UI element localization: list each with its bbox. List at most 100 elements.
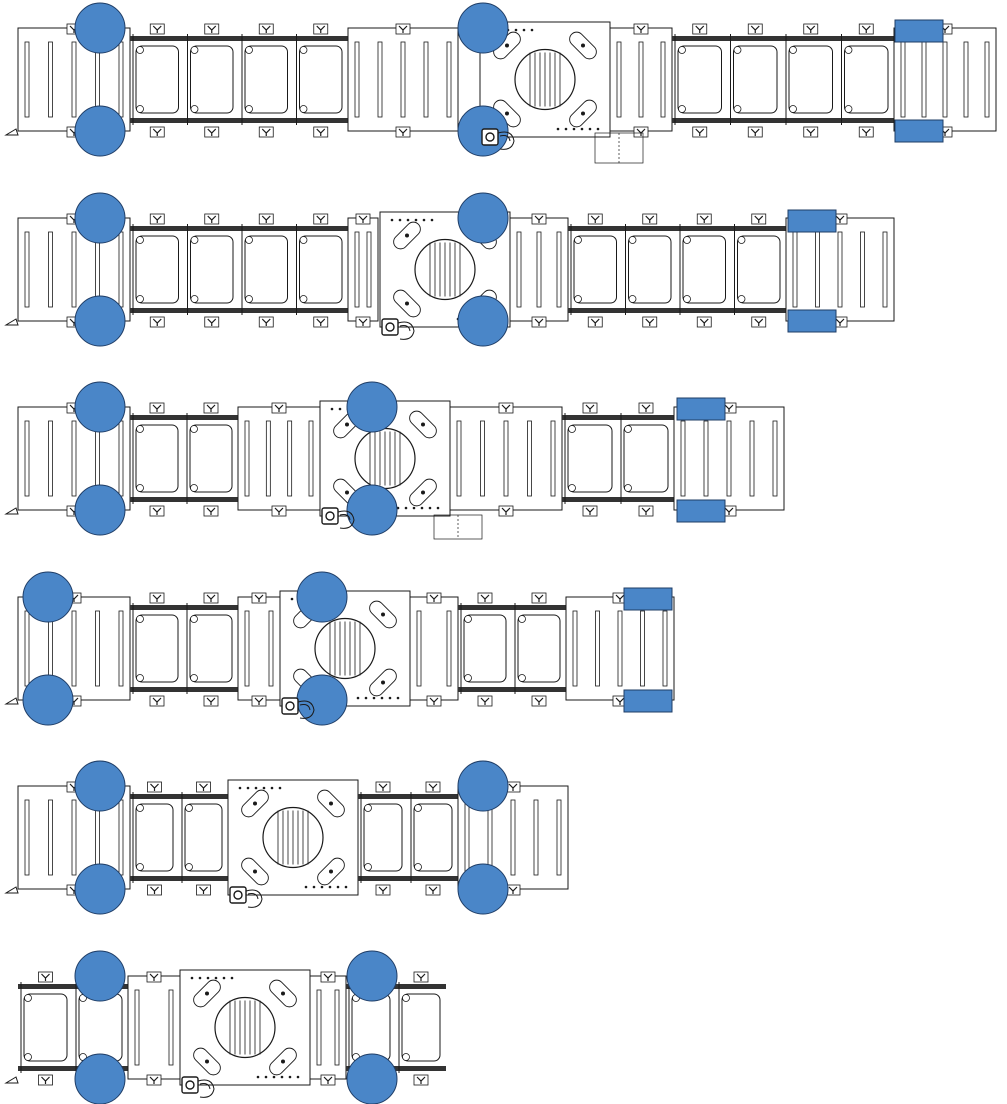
unit-bolt	[596, 127, 600, 131]
arc-pad-bolt	[381, 680, 385, 685]
panel-slot	[550, 420, 556, 497]
top-bracket-mark	[261, 25, 271, 33]
bay-cell-5-3	[844, 45, 889, 114]
panel-slot	[48, 41, 53, 118]
top-bracket-mark	[835, 215, 845, 223]
bottom-bracket-mark	[534, 697, 544, 705]
bottom-bracket	[858, 126, 874, 138]
bottom-bracket-mark	[152, 697, 162, 705]
panel-slot	[24, 420, 30, 497]
bottom-bracket-mark	[501, 507, 511, 515]
unit-bolt	[398, 218, 402, 222]
unit-bolt	[272, 1075, 276, 1079]
top-bracket	[149, 23, 165, 35]
panel-slot	[287, 420, 293, 497]
bay-hole	[574, 236, 582, 244]
top-rail	[130, 605, 238, 610]
panel-slot	[400, 41, 406, 118]
panel-slot	[71, 420, 77, 497]
bottom-bracket-mark	[316, 128, 326, 136]
panel-slot	[24, 231, 30, 308]
top-rail	[458, 605, 566, 610]
unit-bolt	[230, 976, 234, 980]
top-bracket	[147, 781, 162, 793]
top-bracket-mark	[152, 404, 162, 412]
support-pad-rect-icon	[623, 587, 673, 611]
bottom-bracket	[747, 126, 763, 138]
bottom-rail	[130, 687, 238, 692]
motor-cable	[337, 510, 355, 529]
arc-pad-bolt	[281, 1059, 285, 1064]
motor-cable	[297, 700, 315, 719]
panel-slot	[24, 41, 30, 118]
bay-hole	[733, 46, 742, 54]
bottom-bracket	[531, 695, 547, 707]
top-bracket	[38, 971, 53, 983]
unit-bolt	[522, 28, 526, 32]
top-bracket	[258, 23, 274, 35]
bay-hole	[299, 236, 308, 244]
panel-slot	[527, 420, 532, 497]
arc-pad-bolt	[581, 111, 585, 116]
bay-hole	[628, 236, 637, 244]
bay-cell-1-3	[299, 235, 343, 304]
bottom-bracket	[696, 316, 712, 328]
bay-hole	[678, 105, 686, 113]
top-bracket	[751, 213, 767, 225]
bay-cell-1-1	[189, 614, 233, 683]
bay-hole	[678, 46, 686, 54]
bay-hole	[190, 615, 198, 623]
bottom-bracket-mark	[645, 318, 655, 326]
bottom-bracket-mark	[508, 886, 518, 894]
top-bracket	[149, 402, 165, 414]
bay-hole	[24, 994, 32, 1002]
top-bracket-mark	[207, 25, 217, 33]
bay-hole	[464, 674, 472, 682]
top-bracket-mark	[806, 25, 816, 33]
unit-bolt	[270, 786, 274, 790]
panel-slot	[556, 799, 562, 876]
top-bracket	[858, 23, 874, 35]
bottom-bracket	[692, 126, 708, 138]
top-bracket-mark	[724, 404, 734, 412]
panel-slot	[617, 610, 623, 687]
panel-slot	[71, 610, 77, 687]
unit-bolt	[336, 885, 340, 889]
top-bracket	[203, 402, 219, 414]
bay-cell-1-0	[135, 424, 179, 493]
bay-cell-1-2	[244, 45, 288, 114]
bottom-bracket	[638, 505, 654, 517]
support-pad-rect-icon	[676, 499, 726, 523]
bay-hole	[136, 615, 144, 623]
top-bracket-mark	[695, 25, 705, 33]
bottom-bracket-mark	[861, 128, 871, 136]
panel-slot	[638, 41, 644, 118]
bay-cell-5-3	[737, 235, 781, 304]
bay-hole	[789, 105, 797, 113]
motor-icon	[381, 318, 399, 336]
panel-4	[409, 596, 459, 701]
top-bracket-mark	[261, 215, 271, 223]
bay-hole	[190, 295, 199, 303]
bay-hole	[464, 615, 472, 623]
bay-hole	[190, 674, 198, 682]
bottom-bracket	[147, 884, 162, 896]
support-pad-icon	[457, 192, 509, 244]
panel-slot	[456, 420, 462, 497]
panel-slot	[703, 420, 709, 497]
top-bracket	[582, 402, 598, 414]
unit-bolt	[296, 1075, 300, 1079]
bay-cell-5-0	[567, 424, 613, 493]
arc-pad-bolt	[405, 301, 409, 306]
motor-icon	[181, 1076, 199, 1094]
support-pad-rect-icon	[623, 689, 673, 713]
unit-bolt	[198, 976, 202, 980]
panel-slot	[533, 799, 539, 876]
motor-shaft	[185, 1080, 195, 1090]
bottom-bracket-mark	[274, 507, 284, 515]
motor-shaft	[385, 322, 395, 332]
bay-hole	[245, 295, 253, 303]
bottom-rail	[130, 876, 228, 881]
panel-slot	[366, 231, 372, 308]
top-bracket-mark	[398, 25, 408, 33]
